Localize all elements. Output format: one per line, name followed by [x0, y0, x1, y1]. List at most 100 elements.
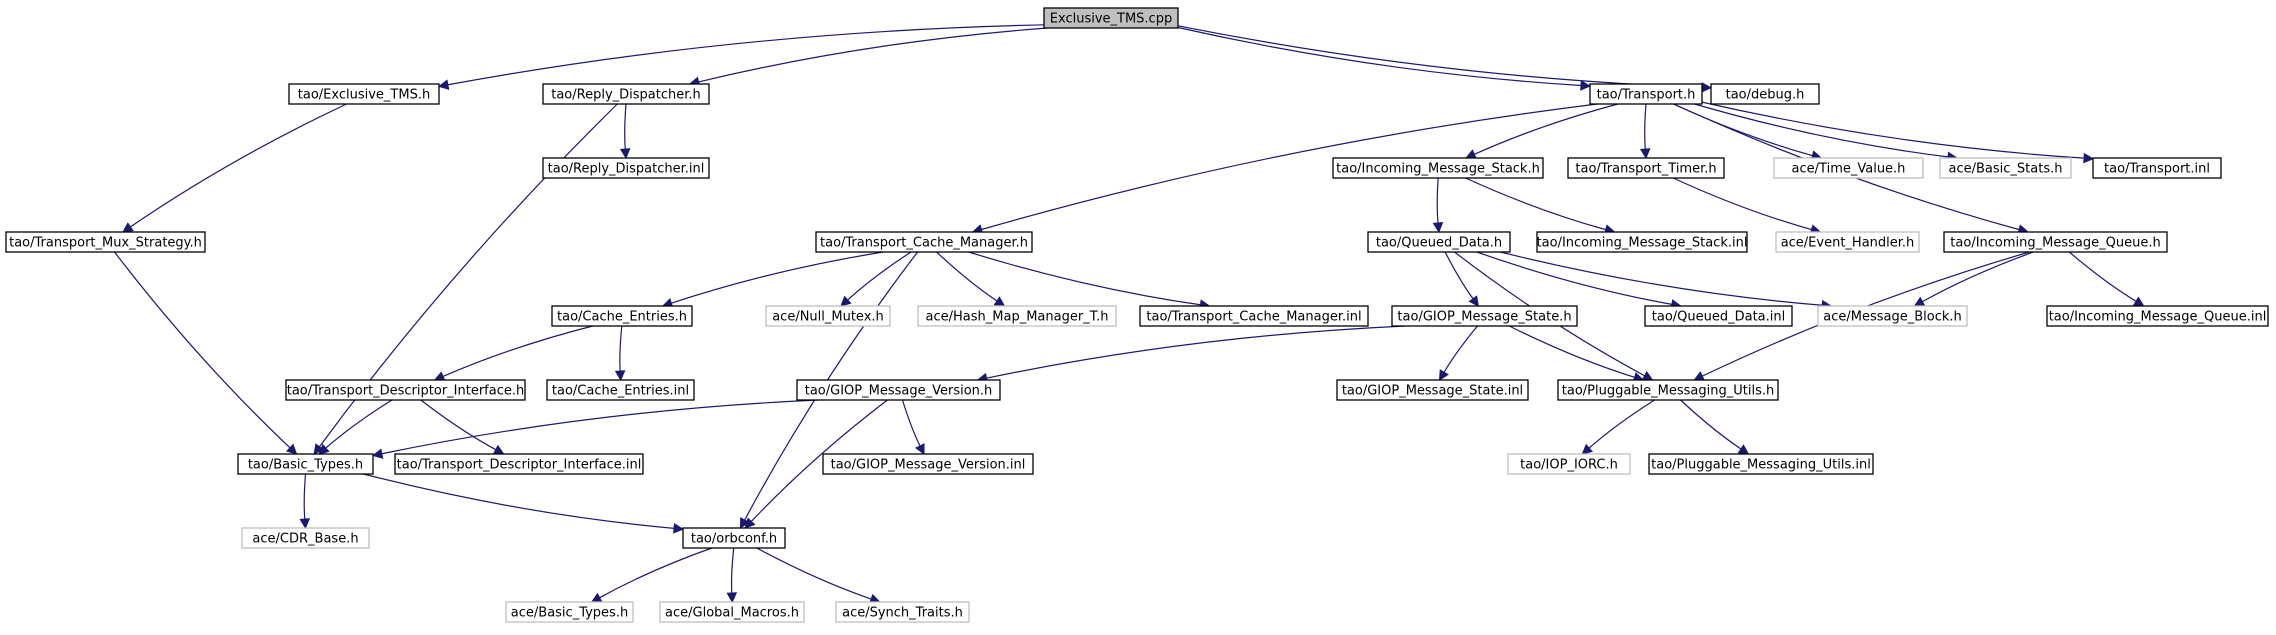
- edge-line: [130, 103, 347, 228]
- edge-line: [1177, 26, 1582, 87]
- node-n17[interactable]: tao/Cache_Entries.h: [551, 305, 693, 327]
- edge-line: [1922, 251, 2034, 303]
- node-label: tao/GIOP_Message_Version.h: [805, 384, 993, 399]
- node-n15: ace/Event_Handler.h: [1775, 231, 1920, 253]
- arrowhead: [614, 370, 626, 382]
- node-n11[interactable]: tao/Transport_Mux_Strategy.h: [5, 231, 206, 253]
- edge-n12-n17: [661, 251, 884, 309]
- node-n24[interactable]: tao/Incoming_Message_Queue.inl: [2046, 305, 2269, 327]
- node-n14[interactable]: tao/Incoming_Message_Stack.inl: [1536, 231, 1748, 253]
- arrowhead: [993, 296, 1006, 307]
- node-n38: ace/Global_Macros.h: [659, 601, 805, 623]
- edge-line: [1436, 177, 1439, 224]
- edge-line: [756, 547, 872, 600]
- edge-line: [847, 251, 912, 301]
- node-label: tao/Queued_Data.h: [1376, 236, 1502, 251]
- node-box: [1817, 305, 1968, 327]
- edge-n17-n26: [614, 325, 626, 382]
- node-n1[interactable]: tao/Exclusive_TMS.h: [288, 83, 440, 105]
- node-box: [1507, 453, 1631, 475]
- node-label: tao/Transport.h: [1597, 88, 1696, 103]
- edge-line: [1465, 177, 1606, 231]
- node-n13[interactable]: tao/Queued_Data.h: [1367, 231, 1511, 253]
- node-n10[interactable]: tao/Transport.inl: [2092, 157, 2222, 179]
- edge-n29-n33: [1581, 399, 1655, 455]
- edge-line: [730, 547, 735, 594]
- edge-n30-n36: [363, 473, 685, 534]
- node-label: Exclusive_TMS.cpp: [1050, 12, 1172, 27]
- node-n22[interactable]: tao/Queued_Data.inl: [1644, 305, 1793, 327]
- edge-n21-n28: [1438, 325, 1478, 381]
- arrowhead: [744, 517, 756, 529]
- node-n23: ace/Message_Block.h: [1817, 305, 1968, 327]
- node-label: tao/GIOP_Message_Version.inl: [831, 458, 1026, 473]
- edge-n6-n14: [1465, 177, 1616, 235]
- node-n6[interactable]: tao/Incoming_Message_Stack.h: [1332, 157, 1544, 179]
- node-n36[interactable]: tao/orbconf.h: [682, 527, 786, 549]
- node-label: tao/Transport_Cache_Manager.h: [820, 236, 1028, 251]
- edge-line: [325, 399, 393, 449]
- node-box: [241, 527, 370, 549]
- node-label: ace/Hash_Map_Manager_T.h: [926, 310, 1109, 325]
- node-n7[interactable]: tao/Transport_Timer.h: [1567, 157, 1725, 179]
- node-box: [1139, 305, 1369, 327]
- node-n16[interactable]: tao/Incoming_Message_Queue.h: [1943, 231, 2168, 253]
- node-n32[interactable]: tao/GIOP_Message_Version.inl: [822, 453, 1034, 475]
- edge-line: [986, 325, 1406, 379]
- node-box: [1775, 231, 1920, 253]
- node-n3[interactable]: tao/Transport.h: [1589, 83, 1703, 105]
- node-box: [1043, 7, 1179, 29]
- edge-line: [114, 251, 291, 449]
- node-label: ace/CDR_Base.h: [252, 532, 358, 547]
- arrowhead: [1737, 444, 1750, 455]
- node-label: tao/Cache_Entries.h: [557, 310, 687, 325]
- node-n29[interactable]: tao/Pluggable_Messaging_Utils.h: [1557, 379, 1779, 401]
- node-box: [237, 453, 374, 475]
- arrowhead: [1693, 371, 1706, 381]
- arrowhead: [726, 592, 738, 604]
- arrowhead: [739, 517, 750, 529]
- arrowhead: [2083, 152, 2095, 164]
- node-n34[interactable]: tao/Pluggable_Messaging_Utils.inl: [1648, 453, 1874, 475]
- edge-line: [1588, 399, 1655, 449]
- node-n21[interactable]: tao/GIOP_Message_State.h: [1391, 305, 1578, 327]
- node-box: [1557, 379, 1779, 401]
- node-n20[interactable]: tao/Transport_Cache_Manager.inl: [1139, 305, 1369, 327]
- edge-line: [1701, 101, 2085, 159]
- edge-line: [381, 399, 819, 455]
- node-n5[interactable]: tao/Reply_Dispatcher.inl: [542, 157, 710, 179]
- node-label: tao/GIOP_Message_State.h: [1397, 310, 1571, 325]
- node-box: [394, 453, 644, 475]
- node-label: tao/Incoming_Message_Stack.inl: [1537, 236, 1748, 251]
- edge-line: [619, 325, 623, 372]
- node-n2[interactable]: tao/Reply_Dispatcher.h: [542, 83, 710, 105]
- arrowhead: [318, 443, 330, 455]
- node-box: [1939, 157, 2072, 179]
- node-box: [1332, 157, 1544, 179]
- arrowhead: [433, 371, 446, 382]
- node-label: tao/Pluggable_Messaging_Utils.inl: [1651, 458, 1871, 473]
- edge-n27-n36: [744, 399, 888, 529]
- node-box: [822, 453, 1034, 475]
- node-n27[interactable]: tao/GIOP_Message_Version.h: [796, 379, 1001, 401]
- node-n0[interactable]: Exclusive_TMS.cpp: [1043, 7, 1179, 29]
- node-n30[interactable]: tao/Basic_Types.h: [237, 453, 374, 475]
- node-box: [815, 231, 1033, 253]
- node-n26[interactable]: tao/Cache_Entries.inl: [546, 379, 695, 401]
- arrowhead: [285, 443, 298, 455]
- node-box: [659, 601, 805, 623]
- node-n28[interactable]: tao/GIOP_Message_State.inl: [1336, 379, 1529, 401]
- edge-line: [1509, 325, 1635, 378]
- arrowhead: [915, 443, 925, 456]
- edge-n2-n5: [619, 103, 631, 160]
- edge-line: [1672, 177, 1812, 231]
- edge-line: [936, 251, 998, 302]
- node-box: [1648, 453, 1874, 475]
- node-box: [1589, 83, 1703, 105]
- edge-n13-n21: [1444, 251, 1480, 307]
- node-n25[interactable]: tao/Transport_Descriptor_Interface.h: [285, 379, 526, 401]
- edge-n13-n22: [1476, 251, 1682, 310]
- node-n31[interactable]: tao/Transport_Descriptor_Interface.inl: [394, 453, 644, 475]
- node-n12[interactable]: tao/Transport_Cache_Manager.h: [815, 231, 1033, 253]
- node-n4[interactable]: tao/debug.h: [1710, 83, 1820, 105]
